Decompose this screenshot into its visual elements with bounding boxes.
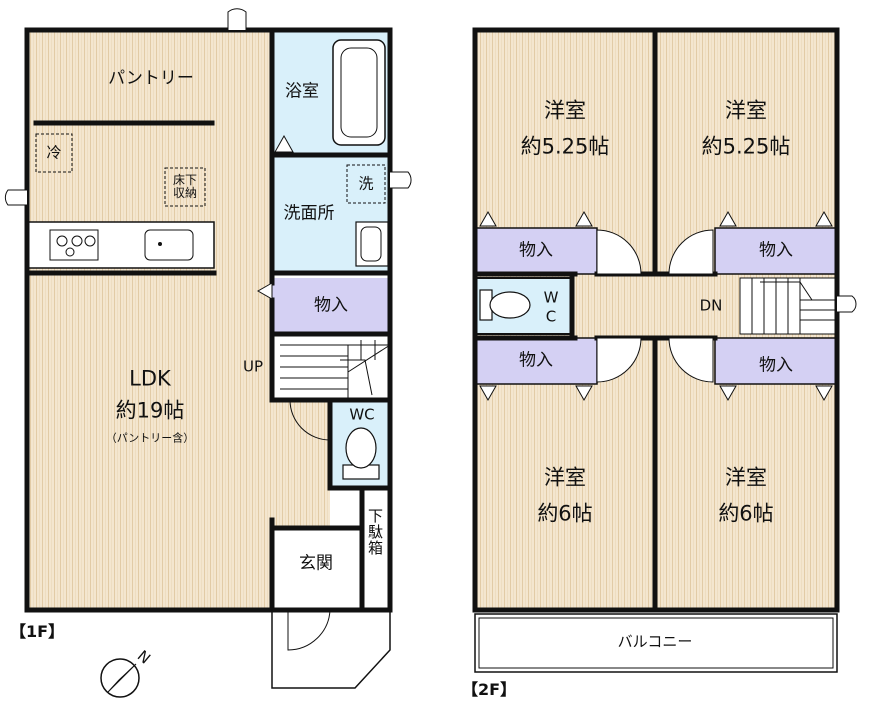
back-door-icon [227,8,247,30]
sink-drain-icon [158,242,162,246]
ldk-note-label: （パントリー含） [105,431,195,445]
toilet-2f-w-label: W [543,288,559,307]
closet-1f-label: 物入 [314,295,348,316]
balcony-label: バルコニー [617,632,693,651]
entrance-porch [271,610,391,689]
entrance-label: 玄関 [299,553,333,574]
washroom-door-icon [390,171,412,189]
floor1-label: 【1F】 [10,622,65,641]
closet-br-label: 物入 [759,355,793,376]
compass-icon [100,658,140,698]
closet-tr-label: 物入 [759,240,793,261]
bathtub-inner [340,47,378,138]
washroom-label: 洗面所 [283,203,335,224]
stairs-down-label: DN [699,296,723,315]
closet-br [714,337,838,385]
room-br-size: 約6帖 [718,501,774,526]
closet-tl-label: 物入 [519,240,553,261]
toilet-2f-c-label: C [545,307,557,326]
balcony-floor [474,613,838,673]
floor-2 [472,27,857,673]
underfloor-storage-label: 床下 収納 [172,173,197,200]
doors-2f [596,229,714,383]
windows-2f [472,27,840,613]
stairs-1f [280,340,391,400]
balcony-inner [478,617,834,669]
stairs-2f [739,277,838,335]
closet-arrows [479,210,833,402]
ldk-size-label: 約19帖 [115,398,185,423]
bath-label: 浴室 [285,81,319,102]
ldk-name-label: LDK [129,366,171,391]
fridge-icon: 冷 [46,143,62,162]
fridge-box [35,133,73,173]
doors-1f [287,399,331,651]
windows-1f [24,70,393,613]
toilet-1f-label: WC [349,405,375,424]
shoe-box-label: 下駄箱 [366,508,384,556]
washer-icon: 洗 [358,174,374,193]
washer-box [346,164,386,204]
room-tr-name: 洋室 [725,98,767,123]
sink-icon [144,229,194,261]
toilet-2f-icon [479,289,531,321]
closet-bl-label: 物入 [519,350,553,371]
wash-bowl [360,226,382,262]
floor2-label: 【2F】 [462,680,517,699]
room-tl-name: 洋室 [544,98,586,123]
stairs-up-label: UP [242,357,264,376]
hall-1f-floor [272,400,330,528]
room-tr-size: 約5.25帖 [701,134,791,159]
ldk-floor [27,30,272,610]
bathtub [332,39,386,146]
closet-door-arrow [256,282,273,300]
room-tl-size: 約5.25帖 [520,134,610,159]
underfloor-storage-box [164,167,206,207]
pantry-label: パントリー [108,68,194,89]
stair-door-icon [837,295,857,313]
side-door-icon [4,189,27,206]
entrance-floor [272,528,362,610]
floor-1 [4,8,412,689]
closet-1f-floor [272,278,390,334]
bath-door-arrow [274,134,294,153]
room-bl-name: 洋室 [544,465,586,490]
toilet-icon [342,427,380,480]
closet-tr [714,227,838,275]
room-bl-size: 約6帖 [537,501,593,526]
shoe-box-floor [362,490,390,610]
room-br-name: 洋室 [725,465,767,490]
stove-icon [49,229,99,261]
